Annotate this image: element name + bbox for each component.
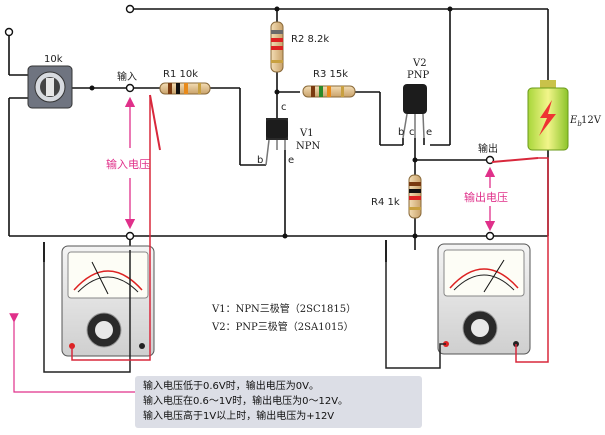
- wires: [8, 8, 549, 250]
- v2-name: V2: [412, 58, 427, 69]
- multimeter-left: [61, 245, 155, 357]
- v2-pin-e: e: [426, 127, 432, 138]
- multimeter-right: [437, 243, 531, 355]
- v2-pin-b: b: [398, 127, 404, 138]
- behavior-note: 输入电压低于0.6V时，输出电压为0V。 输入电压在0.6～1V时，输出电压为0…: [135, 376, 422, 428]
- v2-type: PNP: [407, 70, 429, 81]
- output-voltage-label: 输出电压: [464, 190, 508, 204]
- transistor-v2: [402, 84, 427, 139]
- red-probe-right: [491, 157, 539, 163]
- note-bracket: [9, 313, 135, 393]
- junctions: [89, 6, 453, 239]
- legend-v1: V1：NPN三极管（2SC1815）: [212, 304, 357, 315]
- battery: [527, 80, 569, 151]
- left-meter-black-lead: [43, 250, 131, 373]
- resistor-r1: [159, 82, 211, 95]
- right-meter-red-lead: [515, 157, 549, 363]
- pot-label: 10k: [44, 54, 63, 65]
- right-meter-black-lead: [385, 262, 446, 369]
- v2-pin-c: c: [409, 127, 415, 138]
- potentiometer: [27, 65, 73, 109]
- legend-v2: V2：PNP三极管（2SA1015）: [212, 322, 354, 333]
- input-voltage-label: 输入电压: [106, 157, 150, 171]
- resistor-r2: [270, 21, 284, 73]
- red-probe-left: [149, 94, 161, 151]
- note-line: 输入电压低于0.6V时，输出电压为0V。: [143, 381, 319, 392]
- v1-pin-e: e: [288, 155, 294, 166]
- r2-label: R2 8.2k: [291, 34, 329, 45]
- v1-type: NPN: [296, 141, 320, 152]
- left-meter-red-lead: [71, 95, 151, 361]
- battery-value: 12V: [581, 115, 602, 126]
- note-line: 输入电压在0.6～1V时，输出电压为0～12V。: [143, 396, 349, 407]
- output-label: 输出: [478, 142, 498, 155]
- battery-symbol: Eb: [569, 115, 582, 128]
- transistor-v1: [265, 118, 288, 166]
- v1-name: V1: [299, 128, 314, 139]
- resistor-r3: [302, 85, 356, 98]
- r1-label: R1 10k: [163, 69, 198, 80]
- r4-label: R4 1k: [371, 197, 400, 208]
- v1-pin-c: c: [281, 102, 287, 113]
- r3-label: R3 15k: [313, 69, 348, 80]
- note-line: 输入电压高于1V以上时，输出电压为+12V: [143, 411, 335, 422]
- resistor-r4: [408, 174, 422, 219]
- terminals: [4, 4, 495, 241]
- v1-pin-b: b: [257, 155, 263, 166]
- input-label: 输入: [117, 70, 137, 83]
